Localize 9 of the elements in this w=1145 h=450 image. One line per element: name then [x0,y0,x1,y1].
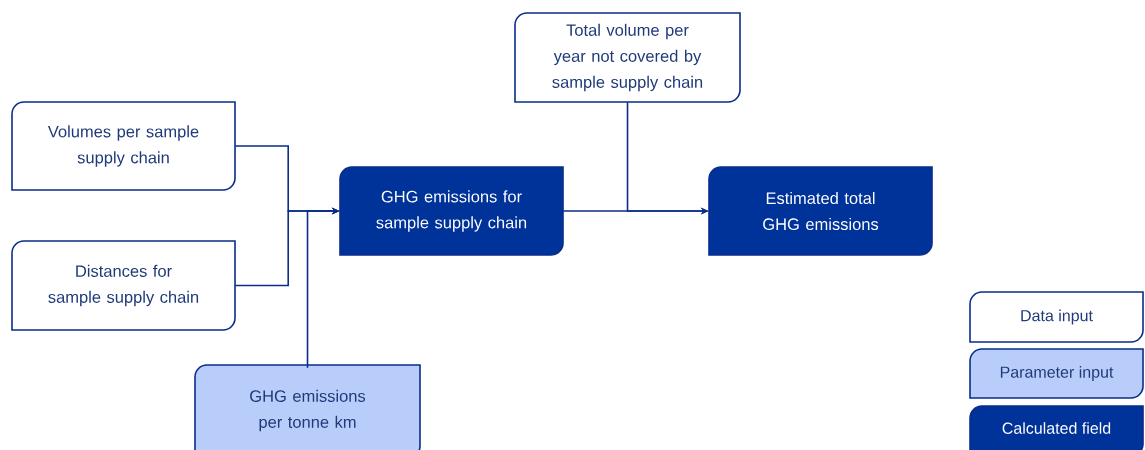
calculated-field-box: GHG emissions for sample supply chain [339,166,564,256]
legend-item: Parameter input [969,348,1144,399]
data-input-box: Total volume per year not covered by sample supply chain [514,12,741,103]
legend-item: Data input [969,291,1144,343]
data-input-box: Distances for sample supply chain [11,240,236,331]
legend-item: Calculated field [969,405,1144,450]
calculated-field-box: Estimated total GHG emissions [708,166,933,256]
data-input-box: Volumes per sample supply chain [11,101,236,191]
parameter-input-box: GHG emissions per tonne km [194,364,421,450]
